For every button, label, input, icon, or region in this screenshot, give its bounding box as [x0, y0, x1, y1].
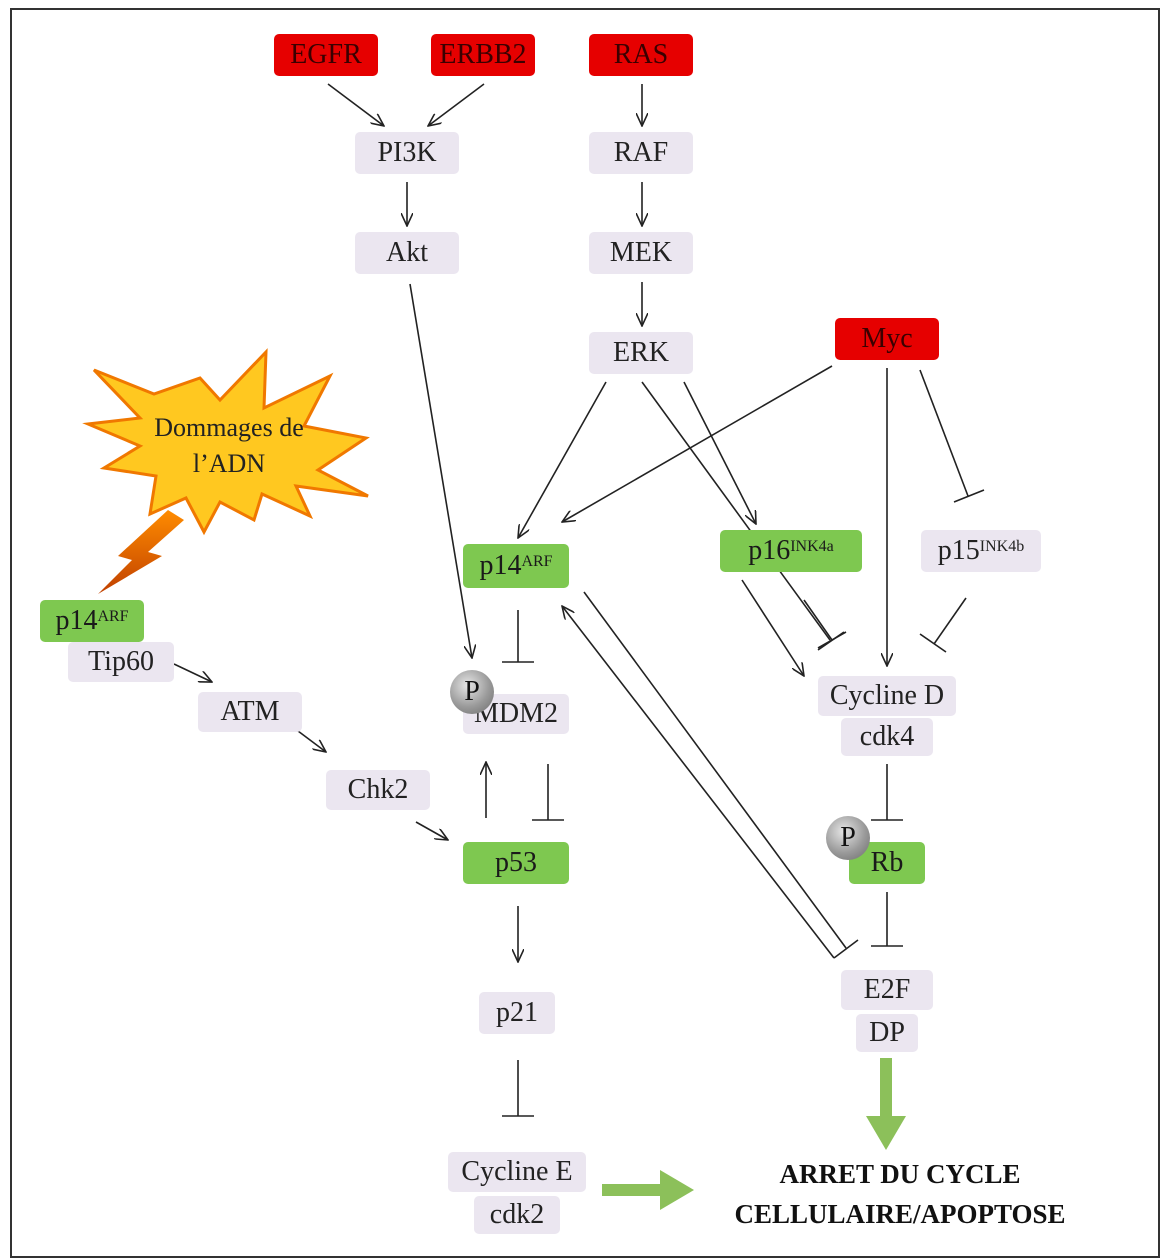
node-egfr: EGFR: [274, 34, 378, 76]
p16-base: p16: [748, 535, 791, 566]
p14-left-base: p14: [55, 605, 98, 636]
node-dp: DP: [856, 1014, 918, 1052]
phospho-mdm2-badge: P: [450, 670, 494, 714]
edge-akt-to-mdm2: [409, 283, 472, 658]
edge-chk2-to-p53: [415, 821, 448, 840]
p14-left-sup: ARF: [97, 608, 129, 625]
node-myc: Myc: [835, 318, 939, 360]
lightning-bolt-icon: [98, 510, 184, 594]
dna-damage-line1: Dommages de: [154, 413, 304, 442]
dna-damage-burst-icon: [82, 348, 370, 536]
phospho-rb-badge: P: [826, 816, 870, 860]
outcome-line1: ARRET DU CYCLE: [779, 1159, 1021, 1189]
edge-atm-to-chk2: [293, 727, 326, 752]
p15-sup: INK4b: [979, 538, 1025, 555]
node-cdk4: cdk4: [841, 718, 933, 756]
edge-myc-to-p14: [562, 365, 833, 522]
outcome-arrow-right: [602, 1170, 694, 1210]
node-raf: RAF: [589, 132, 693, 174]
node-tip60: Tip60: [68, 642, 174, 682]
p14-center-base: p14: [479, 550, 522, 581]
edge-p21-inhibits-cyclinee: [502, 1060, 534, 1117]
outcome-label: ARRET DU CYCLE CELLULAIRE/APOPTOSE: [690, 1154, 1110, 1234]
edge-rb-inhibits-e2f: [871, 892, 903, 947]
edge-e2f-to-p14: [562, 606, 835, 959]
edge-egfr-to-pi3k: [327, 83, 384, 126]
node-pi3k: PI3K: [355, 132, 459, 174]
edge-tip60-to-atm: [173, 663, 212, 682]
p15-base: p15: [937, 535, 980, 566]
node-atm: ATM: [198, 692, 302, 732]
dna-damage-label: Dommages de l’ADN: [124, 410, 334, 482]
edge-erk-inhibits-cyclined: [641, 381, 845, 651]
node-p21: p21: [479, 992, 555, 1034]
edge-cdk4-inhibits-rb: [871, 764, 903, 821]
edge-mdm2-inhibits-p53: [532, 764, 564, 821]
edge-p14-inhibits-e2f: [583, 591, 859, 959]
node-mek: MEK: [589, 232, 693, 274]
p14-center-sup: ARF: [521, 553, 553, 570]
edge-p16-inhibits-cyclined: [803, 599, 847, 649]
node-cycline-d: Cycline D: [818, 676, 956, 716]
dna-damage-line2: l’ADN: [192, 449, 266, 478]
edge-p16-to-cyclined: [741, 579, 804, 676]
node-cycline-e: Cycline E: [448, 1152, 586, 1192]
node-erk: ERK: [589, 332, 693, 374]
node-akt: Akt: [355, 232, 459, 274]
edge-p14-inhibits-mdm2: [502, 610, 534, 663]
edge-p15-inhibits-cyclined: [919, 597, 967, 653]
node-cdk2: cdk2: [474, 1196, 560, 1234]
node-rb: Rb: [849, 842, 925, 884]
node-chk2: Chk2: [326, 770, 430, 810]
node-ras: RAS: [589, 34, 693, 76]
edge-erk-to-p16: [683, 381, 756, 524]
outcome-arrow-down: [866, 1058, 906, 1150]
node-e2f: E2F: [841, 970, 933, 1010]
edge-erk-to-p14: [518, 381, 607, 538]
outcome-line2: CELLULAIRE/APOPTOSE: [734, 1199, 1066, 1229]
node-erbb2: ERBB2: [431, 34, 535, 76]
edge-erbb2-to-pi3k: [428, 83, 485, 126]
edge-myc-inhibits-p15: [919, 369, 985, 503]
p16-sup: INK4a: [790, 538, 834, 555]
node-p53: p53: [463, 842, 569, 884]
